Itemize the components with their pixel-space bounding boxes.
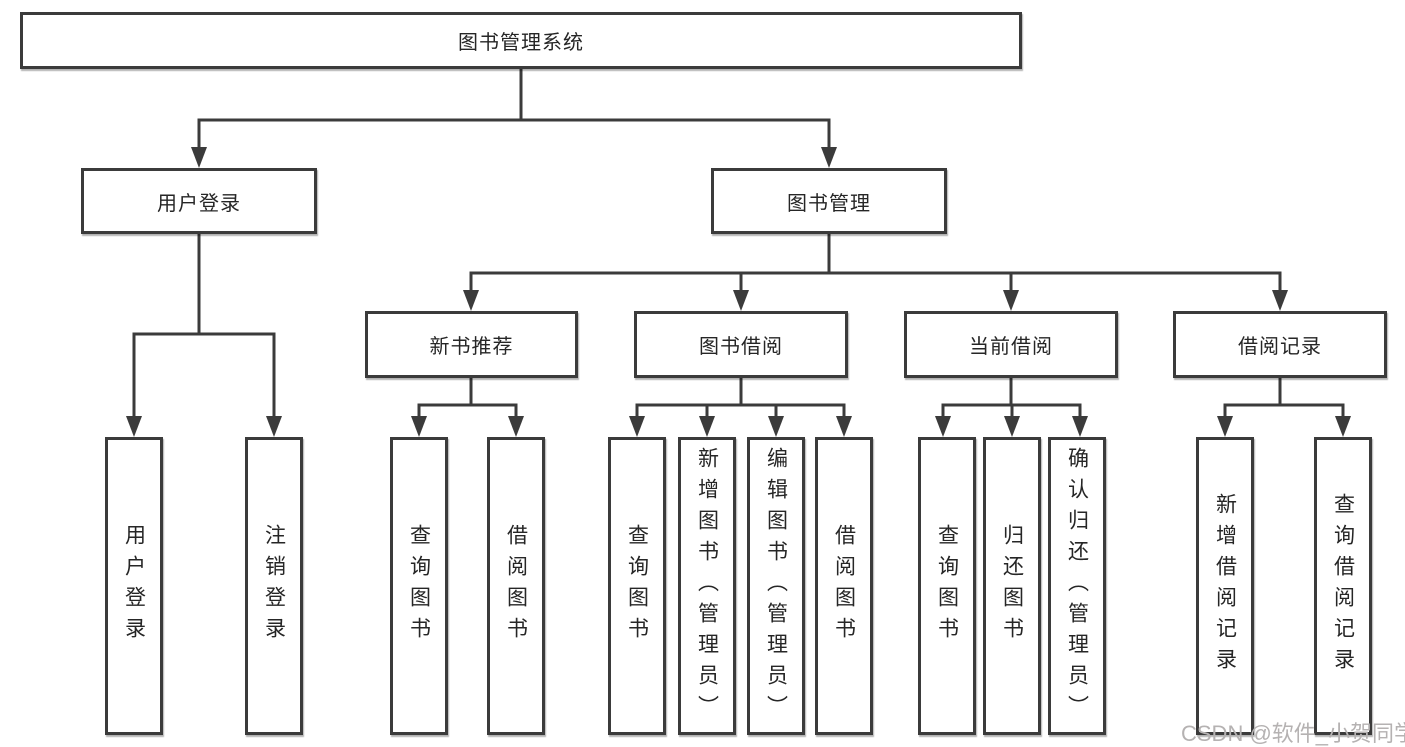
node-book-borrowing: 图书借阅 bbox=[634, 311, 848, 378]
leaf-label: 编辑图书（管理员） bbox=[764, 446, 788, 726]
leaf-search-borrow-record: 查询借阅记录 bbox=[1314, 437, 1372, 735]
leaf-return-books: 归还图书 bbox=[983, 437, 1041, 735]
leaf-search-books-recommend: 查询图书 bbox=[390, 437, 448, 735]
node-library-management-system: 图书管理系统 bbox=[20, 12, 1022, 69]
node-new-book-recommendation: 新书推荐 bbox=[365, 311, 578, 378]
leaf-borrow-books-recommend: 借阅图书 bbox=[487, 437, 545, 735]
leaf-label: 查询借阅记录 bbox=[1331, 493, 1355, 679]
leaf-logout: 注销登录 bbox=[245, 437, 303, 735]
leaf-edit-books-admin: 编辑图书（管理员） bbox=[747, 437, 805, 735]
leaf-borrow-books-borrowing: 借阅图书 bbox=[815, 437, 873, 735]
node-book-management: 图书管理 bbox=[711, 168, 947, 234]
leaf-label: 查询图书 bbox=[407, 524, 431, 648]
leaf-label: 新增借阅记录 bbox=[1213, 493, 1237, 679]
leaf-label: 新增图书（管理员） bbox=[695, 446, 719, 726]
leaf-label: 借阅图书 bbox=[504, 524, 528, 648]
leaf-label: 归还图书 bbox=[1000, 524, 1024, 648]
leaf-label: 查询图书 bbox=[625, 524, 649, 648]
leaf-label: 用户登录 bbox=[122, 524, 146, 648]
leaf-confirm-return-admin: 确认归还（管理员） bbox=[1048, 437, 1106, 735]
leaf-label: 注销登录 bbox=[262, 524, 286, 648]
leaf-add-borrow-record: 新增借阅记录 bbox=[1196, 437, 1254, 735]
leaf-label: 借阅图书 bbox=[832, 524, 856, 648]
leaf-add-books-admin: 新增图书（管理员） bbox=[678, 437, 736, 735]
leaf-label: 查询图书 bbox=[935, 524, 959, 648]
leaf-label: 确认归还（管理员） bbox=[1065, 446, 1089, 726]
node-borrowing-records: 借阅记录 bbox=[1173, 311, 1387, 378]
leaf-user-login: 用户登录 bbox=[105, 437, 163, 735]
leaf-search-books-current: 查询图书 bbox=[918, 437, 976, 735]
node-current-borrowing: 当前借阅 bbox=[904, 311, 1118, 378]
node-user-login: 用户登录 bbox=[81, 168, 317, 234]
watermark: CSDN @软件_小贺同学 bbox=[1181, 721, 1405, 746]
leaf-search-books-borrowing: 查询图书 bbox=[608, 437, 666, 735]
